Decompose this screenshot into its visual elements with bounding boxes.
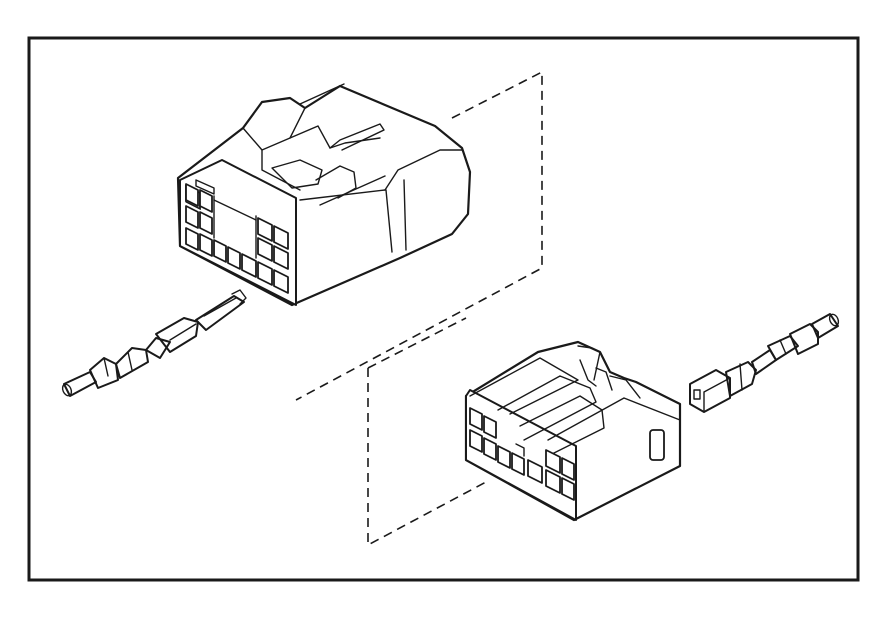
female-connector-housing — [464, 340, 682, 522]
mating-guide-lower — [367, 317, 487, 547]
female-terminal-socket — [689, 313, 840, 413]
mating-guide-upper — [295, 70, 543, 401]
male-connector-housing — [176, 83, 472, 307]
male-terminal-pin — [61, 289, 247, 397]
diagram-frame — [27, 36, 860, 582]
